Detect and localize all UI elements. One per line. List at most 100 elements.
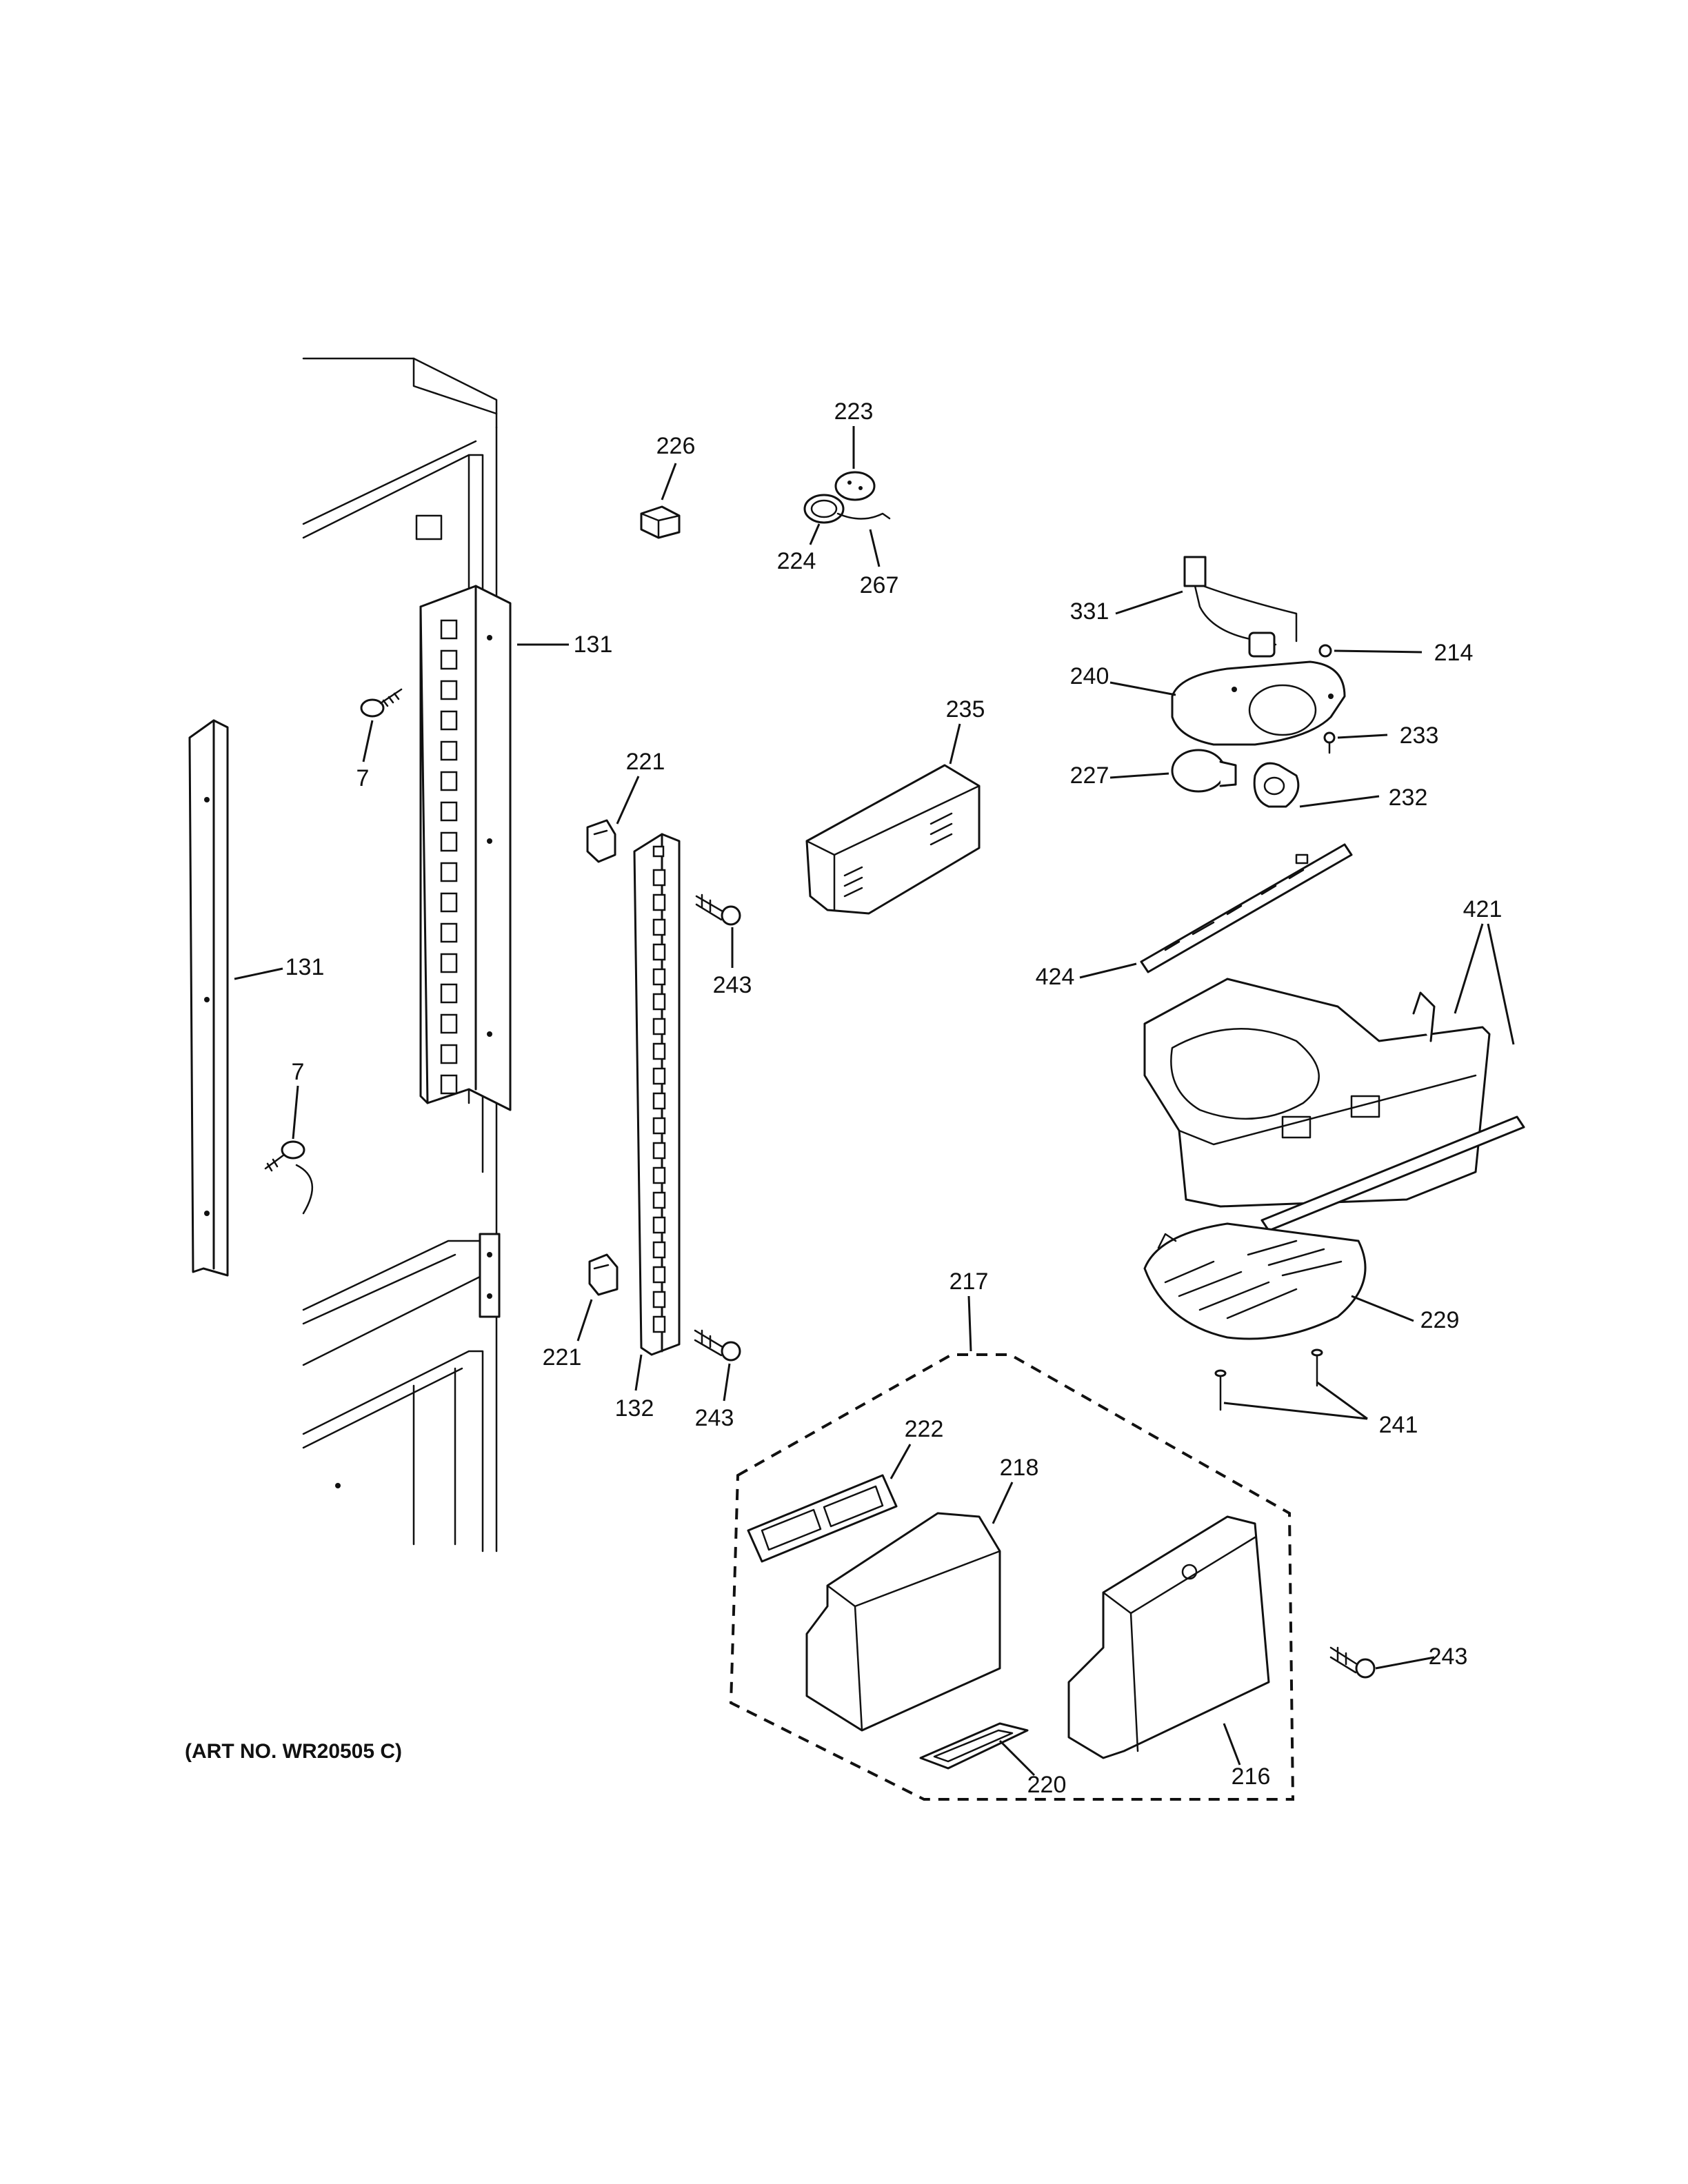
bracket-slot xyxy=(440,953,458,973)
switch-226 xyxy=(640,505,681,539)
art-number: (ART NO. WR20505 C) xyxy=(185,1740,402,1763)
bracket-slot xyxy=(652,1241,666,1259)
callout-243-upper: 243 xyxy=(713,972,752,998)
callout-224: 224 xyxy=(777,548,816,574)
callout-220: 220 xyxy=(1027,1772,1067,1798)
bracket-slot xyxy=(652,1142,666,1160)
bracket-slot xyxy=(440,983,458,1004)
bracket-slot xyxy=(440,680,458,700)
screw-243-upper xyxy=(695,893,741,926)
bracket-slot xyxy=(652,1042,666,1060)
screw-243-right xyxy=(1329,1646,1376,1679)
callout-233: 233 xyxy=(1400,722,1439,749)
clip-221-upper xyxy=(586,819,616,863)
thermistor-223 xyxy=(834,471,876,501)
callout-131-left: 131 xyxy=(285,954,325,980)
screw-241-left xyxy=(1214,1369,1227,1411)
bracket-slot xyxy=(652,869,666,887)
bracket-slot xyxy=(652,1216,666,1234)
callout-216: 216 xyxy=(1232,1763,1271,1790)
callout-7-upper: 7 xyxy=(356,765,370,791)
light-housing-240 xyxy=(1171,660,1346,746)
wire-267 xyxy=(836,512,891,520)
callout-131-upper: 131 xyxy=(574,631,613,658)
callout-241: 241 xyxy=(1379,1412,1418,1438)
callout-7-lower: 7 xyxy=(292,1059,305,1085)
callout-218: 218 xyxy=(1000,1455,1039,1481)
light-cover-229 xyxy=(1143,1222,1367,1340)
leader-lines xyxy=(234,426,1515,1777)
screw-233 xyxy=(1323,731,1336,754)
bracket-slot xyxy=(652,1191,666,1209)
vent-cover-235 xyxy=(805,764,981,915)
bracket-slot xyxy=(652,1018,666,1035)
callout-424: 424 xyxy=(1036,964,1075,990)
screw-243-lower xyxy=(694,1329,741,1362)
screw-241-right xyxy=(1311,1348,1323,1387)
screw-7-upper xyxy=(360,688,403,718)
callout-331: 331 xyxy=(1070,598,1109,625)
callout-243-lower: 243 xyxy=(695,1405,734,1431)
light-housing-421 xyxy=(1143,978,1491,1208)
bracket-slot xyxy=(652,943,666,961)
callout-267: 267 xyxy=(860,572,899,598)
callout-221-upper: 221 xyxy=(626,749,665,775)
callout-227: 227 xyxy=(1070,762,1109,789)
callout-132: 132 xyxy=(615,1395,654,1422)
bracket-slot xyxy=(440,619,458,640)
bracket-slot xyxy=(652,893,666,911)
callout-222: 222 xyxy=(905,1416,944,1442)
callout-243-right: 243 xyxy=(1429,1644,1468,1670)
kit-217-boundary xyxy=(729,1353,1295,1801)
callout-421: 421 xyxy=(1463,896,1503,922)
bracket-slot xyxy=(652,1092,666,1110)
bracket-131-left xyxy=(188,719,229,1277)
control-board-424 xyxy=(1140,843,1353,973)
callout-221-lower: 221 xyxy=(543,1344,582,1371)
bracket-slot xyxy=(652,968,666,986)
callout-235: 235 xyxy=(946,696,985,722)
gasket-222 xyxy=(747,1474,898,1563)
harness-331 xyxy=(1183,556,1298,658)
bracket-slot xyxy=(652,1315,666,1333)
bracket-slot xyxy=(440,892,458,913)
clip-221-lower xyxy=(588,1253,619,1296)
nut-214 xyxy=(1318,644,1332,658)
callout-240: 240 xyxy=(1070,663,1109,689)
callout-226: 226 xyxy=(656,433,696,459)
bracket-slot xyxy=(440,740,458,761)
bracket-slot xyxy=(440,649,458,670)
cover-218 xyxy=(805,1512,1001,1732)
bracket-slot xyxy=(440,1013,458,1034)
bracket-slot xyxy=(440,801,458,822)
bulb-227 xyxy=(1171,749,1237,793)
bracket-131-upper xyxy=(419,585,512,1111)
bracket-slot xyxy=(652,918,666,936)
seal-220 xyxy=(919,1722,1029,1770)
bracket-slot xyxy=(440,771,458,791)
bracket-slot xyxy=(440,831,458,852)
bracket-slot xyxy=(652,1166,666,1184)
bracket-slot xyxy=(440,1074,458,1095)
bracket-slot xyxy=(652,1266,666,1284)
socket-232 xyxy=(1253,762,1300,808)
callout-229: 229 xyxy=(1420,1307,1460,1333)
bracket-slot xyxy=(652,1291,666,1308)
callout-232: 232 xyxy=(1389,785,1428,811)
bracket-slot xyxy=(440,922,458,943)
bracket-slot xyxy=(440,710,458,731)
callout-217: 217 xyxy=(950,1268,989,1295)
bracket-slot xyxy=(440,862,458,882)
bracket-slot xyxy=(440,1044,458,1064)
bracket-slot xyxy=(652,993,666,1011)
callout-223: 223 xyxy=(834,398,874,425)
callout-labels: 226 223 224 267 331 214 240 233 227 232 … xyxy=(285,398,1503,1798)
bracket-132 xyxy=(633,833,681,1356)
cover-224 xyxy=(803,494,845,524)
cover-216 xyxy=(1067,1515,1270,1759)
bracket-slot xyxy=(652,1067,666,1085)
screw-7-lower xyxy=(264,1140,305,1172)
lens-421 xyxy=(1260,1115,1525,1232)
callout-214: 214 xyxy=(1434,640,1474,666)
